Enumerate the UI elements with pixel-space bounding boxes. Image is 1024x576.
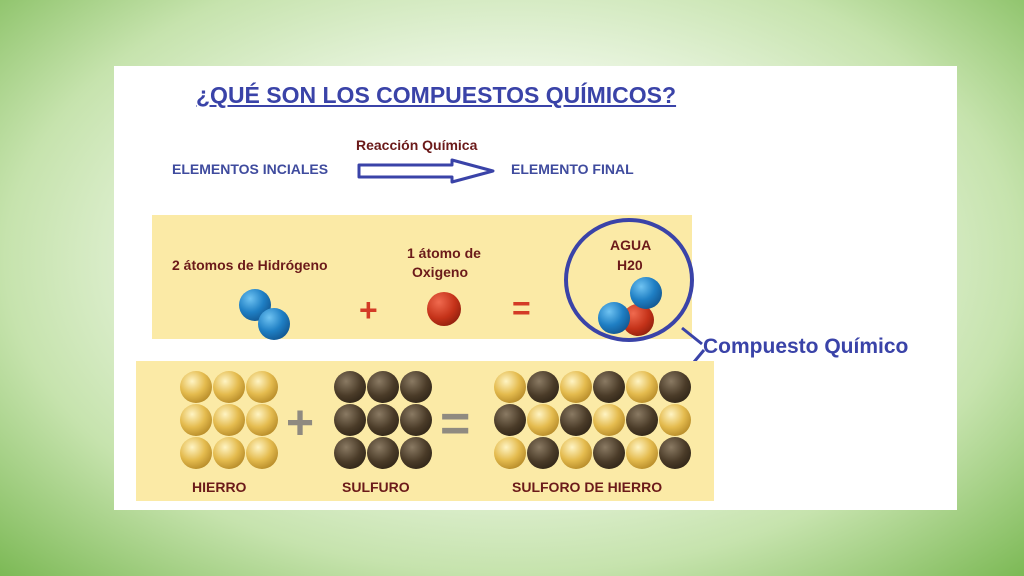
iron-sulfide-atom-grid (494, 371, 691, 469)
hydrogen-label: 2 átomos de Hidrógeno (172, 257, 328, 273)
sulfur-atom-icon (659, 437, 691, 469)
sulfur-atom-icon (400, 404, 432, 436)
initial-elements-label: ELEMENTOS INCIALES (172, 161, 329, 177)
sulfur-atom-icon (560, 404, 592, 436)
iron-atom-grid (180, 371, 278, 469)
oxygen-label-line2: Oxigeno (412, 264, 469, 280)
iron-atom-icon (246, 404, 278, 436)
slide: ¿QUÉ SON LOS COMPUESTOS QUÍMICOS? Reacci… (114, 66, 957, 510)
iron-atom-icon (659, 404, 691, 436)
equals-sign: = (440, 395, 471, 453)
sulfur-atom-icon (367, 404, 399, 436)
iron-atom-icon (593, 404, 625, 436)
sulfur-atom-icon (334, 404, 366, 436)
iron-atom-icon (213, 371, 245, 403)
sulfur-atom-icon (494, 404, 526, 436)
iron-label: HIERRO (192, 479, 247, 495)
iron-atom-icon (180, 437, 212, 469)
reaction-arrow-icon (357, 158, 495, 184)
iron-atom-icon (213, 437, 245, 469)
water-formula-label: H20 (617, 257, 643, 273)
iron-atom-icon (626, 437, 658, 469)
compound-label: Compuesto Químico (703, 335, 909, 358)
iron-sulfide-label: SULFORO DE HIERRO (512, 479, 663, 495)
iron-atom-icon (246, 437, 278, 469)
sulfur-atom-icon (626, 404, 658, 436)
iron-atom-icon (560, 371, 592, 403)
iron-atom-icon (494, 437, 526, 469)
iron-atom-icon (626, 371, 658, 403)
sulfur-atom-icon (527, 371, 559, 403)
iron-atom-icon (180, 371, 212, 403)
equals-sign: = (512, 290, 531, 326)
sulfur-atom-icon (334, 371, 366, 403)
plus-sign: + (286, 397, 315, 450)
hydrogen-atom-icon (630, 277, 662, 309)
iron-atom-icon (180, 404, 212, 436)
iron-atom-icon (246, 371, 278, 403)
sulfur-atom-icon (593, 437, 625, 469)
iron-atom-icon (494, 371, 526, 403)
sulfur-atom-grid (334, 371, 432, 469)
sulfur-atom-icon (367, 371, 399, 403)
sulfur-atom-icon (367, 437, 399, 469)
oxygen-atom-icon (427, 292, 461, 326)
slide-title: ¿QUÉ SON LOS COMPUESTOS QUÍMICOS? (196, 82, 677, 108)
iron-atom-icon (527, 404, 559, 436)
plus-sign: + (359, 292, 378, 328)
sulfur-atom-icon (400, 371, 432, 403)
highlight-circle (564, 218, 703, 346)
iron-atom-icon (560, 437, 592, 469)
reaction-label: Reacción Química (356, 137, 478, 153)
sulfur-atom-icon (527, 437, 559, 469)
hydrogen-atom-icon (258, 308, 290, 340)
sulfur-atom-icon (659, 371, 691, 403)
sulfur-atom-icon (593, 371, 625, 403)
hydrogen-atom-icon (598, 302, 630, 334)
sulfur-atom-icon (334, 437, 366, 469)
sulfur-label: SULFURO (342, 479, 410, 495)
iron-atom-icon (213, 404, 245, 436)
sulfur-atom-icon (400, 437, 432, 469)
final-element-label: ELEMENTO FINAL (511, 161, 634, 177)
water-label: AGUA (610, 237, 652, 253)
oxygen-label-line1: 1 átomo de (407, 245, 481, 261)
